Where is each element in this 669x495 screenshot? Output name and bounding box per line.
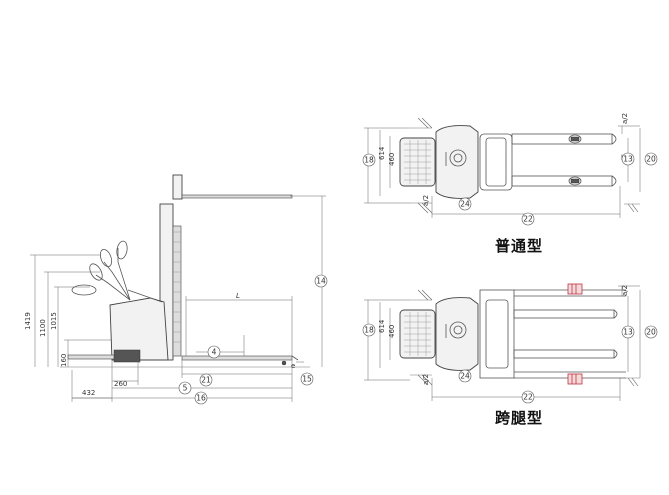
straddle-mast [479,289,515,379]
callout-22-std: 22 [523,215,533,224]
dim-432: 432 [82,389,95,397]
tiller-arm [95,274,131,301]
top-view-standard: 614 460 a/2 a/2 b 18 24 22 13 20 [362,113,658,226]
callout-22-str: 22 [523,393,533,402]
callout-20-std: 20 [646,155,656,164]
callout-24-std: 24 [460,200,470,209]
dim-e: e [291,362,295,370]
dim-460-std: 460 [388,153,396,166]
fork-left [511,133,613,145]
caption-standard: 普通型 [495,237,544,255]
mast-top [479,133,513,191]
dim-1419: 1419 [24,312,32,330]
callout-4: 4 [212,348,217,357]
drive-wheel [113,349,141,363]
lowered-fork [181,355,293,361]
dim-614-std: 614 [378,146,386,160]
tiller-head [71,284,97,296]
callout-24-str: 24 [460,372,470,381]
callout-14: 14 [316,277,326,286]
fork-right-straddle [513,349,615,359]
mast-inner [172,225,182,357]
callout-20-str: 20 [646,328,656,337]
raised-fork [181,194,293,199]
dim-a2-bot-std: a/2 [422,195,430,206]
callout-21: 21 [201,376,211,385]
callout-18-std: 18 [364,156,374,165]
dim-a2-top-std: a/2 [621,113,629,124]
callout-18-str: 18 [364,326,374,335]
fork-right [511,175,613,187]
platform [67,354,115,360]
dim-614-str: 614 [378,319,386,333]
truck-body [109,297,169,361]
dim-a2-bot-str: a/2 [422,374,430,385]
callout-13-str: 13 [623,328,633,337]
load-wheel-bottom [567,373,583,385]
callout-15: 15 [302,375,312,384]
carriage [172,174,183,200]
dim-a2-top-str: a/2 [621,285,629,296]
callout-5: 5 [183,384,188,393]
fork-left-straddle [513,309,615,319]
caption-straddle: 跨腿型 [495,409,544,427]
dim-460-str: 460 [388,325,396,338]
dim-260: 260 [114,380,127,388]
dim-L: L [236,292,240,300]
dim-1015: 1015 [50,312,58,330]
dim-160: 160 [60,354,68,367]
top-view-straddle: 614 460 a/2 a/2 18 24 22 13 20 [362,283,658,404]
load-roller [281,360,287,366]
load-wheel-top [567,283,583,295]
dim-1100: 1100 [39,319,47,337]
callout-13-std: 13 [623,155,633,164]
callout-16: 16 [196,394,206,403]
side-view: 1419 1100 1015 160 432 260 L e 14 4 [24,174,328,405]
